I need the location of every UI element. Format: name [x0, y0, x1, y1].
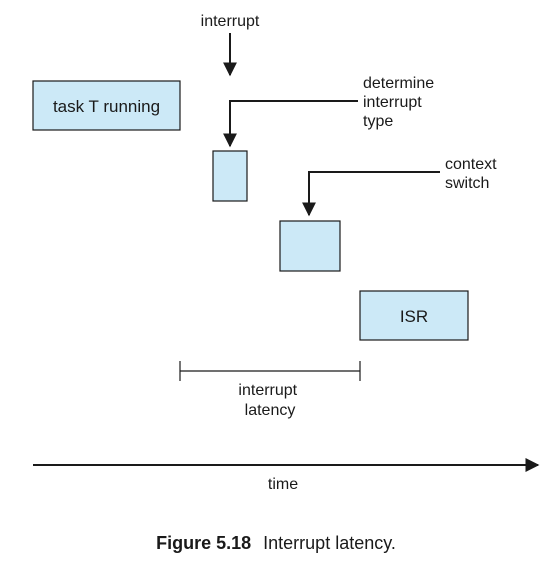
interrupt-latency-label: interrupt latency: [238, 382, 301, 419]
interrupt-label: interrupt: [201, 13, 260, 30]
context-switch-label-line-1: context: [445, 156, 497, 173]
context-switch-label: context switch: [445, 156, 501, 192]
latency-label-line-2: latency: [245, 402, 296, 419]
task-running-label: task T running: [53, 97, 160, 116]
figure-title: Interrupt latency.: [263, 533, 396, 553]
task-running-box: [32, 80, 181, 131]
isr-box: [359, 290, 469, 341]
context-switch-label-line-2: switch: [445, 175, 489, 192]
figure-number: Figure 5.18: [156, 533, 252, 553]
latency-bracket: [179, 361, 361, 381]
determine-interrupt-type-label: determine interrupt type: [363, 75, 439, 130]
interrupt-latency-diagram: interrupt task T running determine inter…: [32, 13, 540, 493]
latency-label-line-1: interrupt: [238, 382, 297, 399]
determine-label-line-2: interrupt: [363, 94, 422, 111]
determine-label-line-1: determine: [363, 75, 434, 92]
determine-label-line-3: type: [363, 113, 393, 130]
determine-connector-arrow: [223, 100, 358, 148]
context-switch-box: [279, 220, 341, 272]
isr-label: ISR: [400, 307, 428, 326]
figure-caption: Figure 5.18 Interrupt latency.: [0, 533, 552, 554]
context-switch-connector-arrow: [302, 171, 440, 217]
time-label: time: [268, 476, 298, 493]
determine-interrupt-type-box: [212, 150, 248, 202]
